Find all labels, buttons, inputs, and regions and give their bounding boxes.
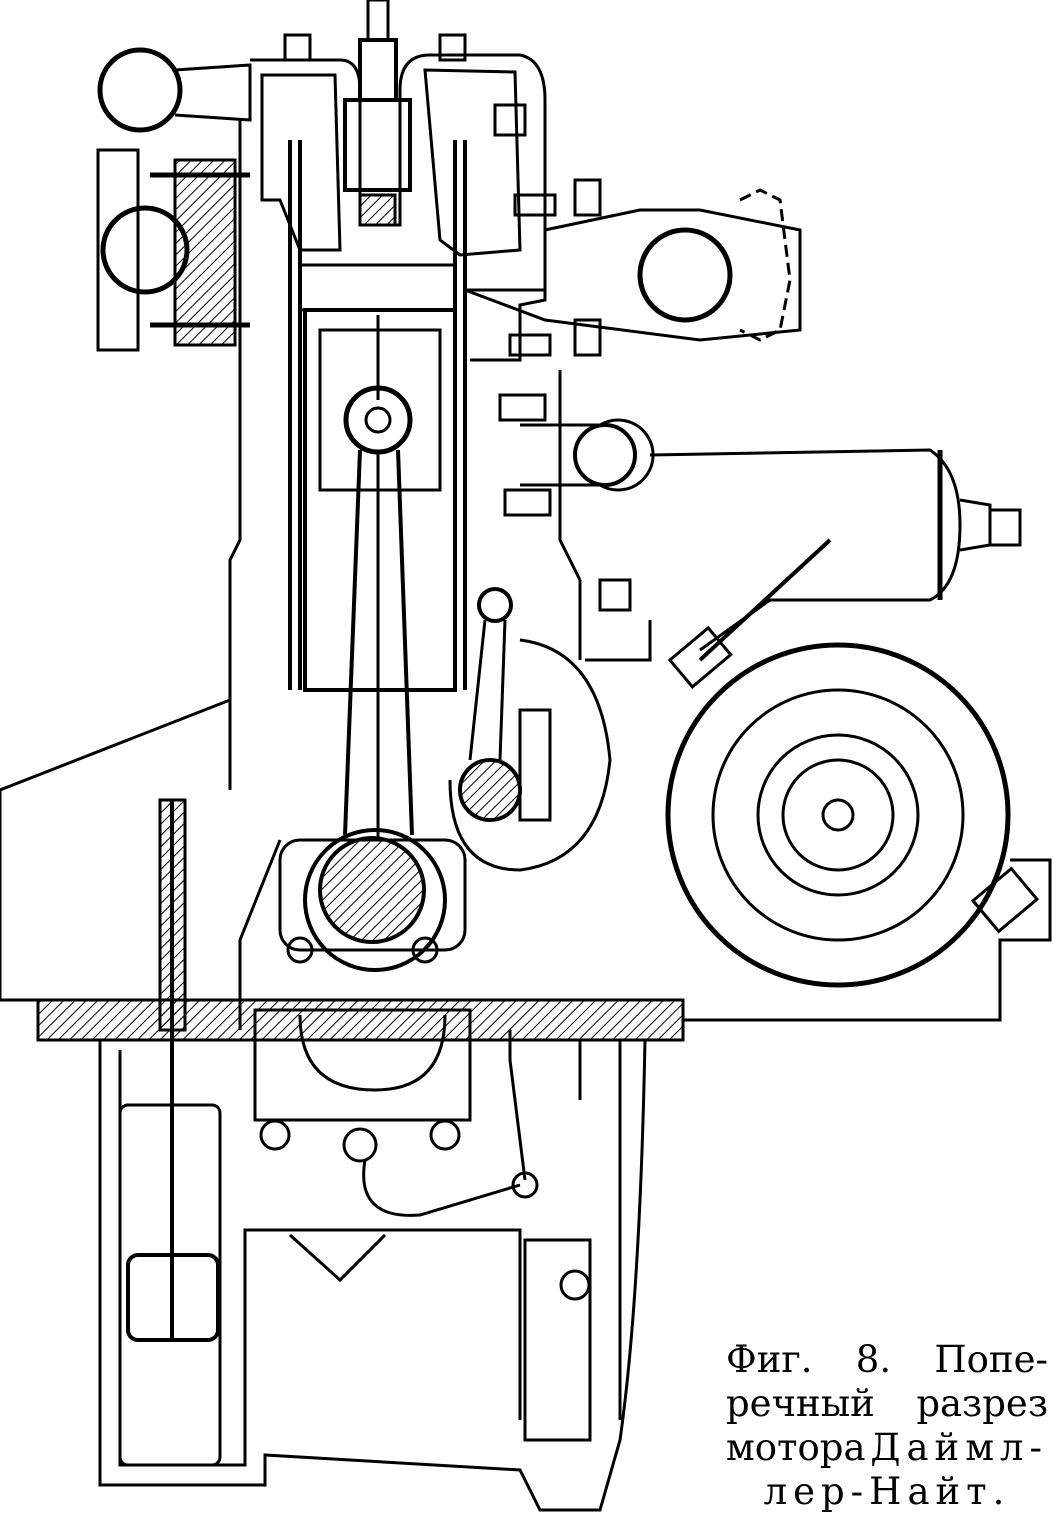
oil-pipe: [362, 1030, 592, 1442]
magneto-housing: [578, 448, 1022, 689]
caption-word: речный: [726, 1382, 875, 1425]
exhaust-manifold: [464, 103, 802, 357]
spark-plug: [343, 0, 412, 227]
sleeve-eccentric-rod: [448, 587, 612, 872]
caption-word: Попе-: [934, 1338, 1048, 1381]
caption-figure-number: 8.: [855, 1338, 892, 1381]
dynamo-pulley: [665, 642, 1040, 988]
crankcase: [0, 560, 1052, 1512]
crankshaft-journal: [278, 828, 467, 972]
caption-word: мотора: [726, 1426, 866, 1469]
caption-word: Даймл-: [870, 1426, 1048, 1469]
piston: [303, 308, 457, 692]
water-pipe: [498, 393, 655, 517]
intake-manifold: [96, 47, 252, 352]
caption-word: лер-Найт.: [763, 1470, 1011, 1513]
figure-caption: Фиг. 8. Попе- речный разрез мотора Даймл…: [726, 1338, 1048, 1514]
caption-word: Фиг.: [726, 1338, 813, 1381]
caption-word: разрез: [916, 1382, 1048, 1425]
connecting-rod: [343, 449, 414, 840]
oil-float-gauge: [118, 798, 222, 1467]
